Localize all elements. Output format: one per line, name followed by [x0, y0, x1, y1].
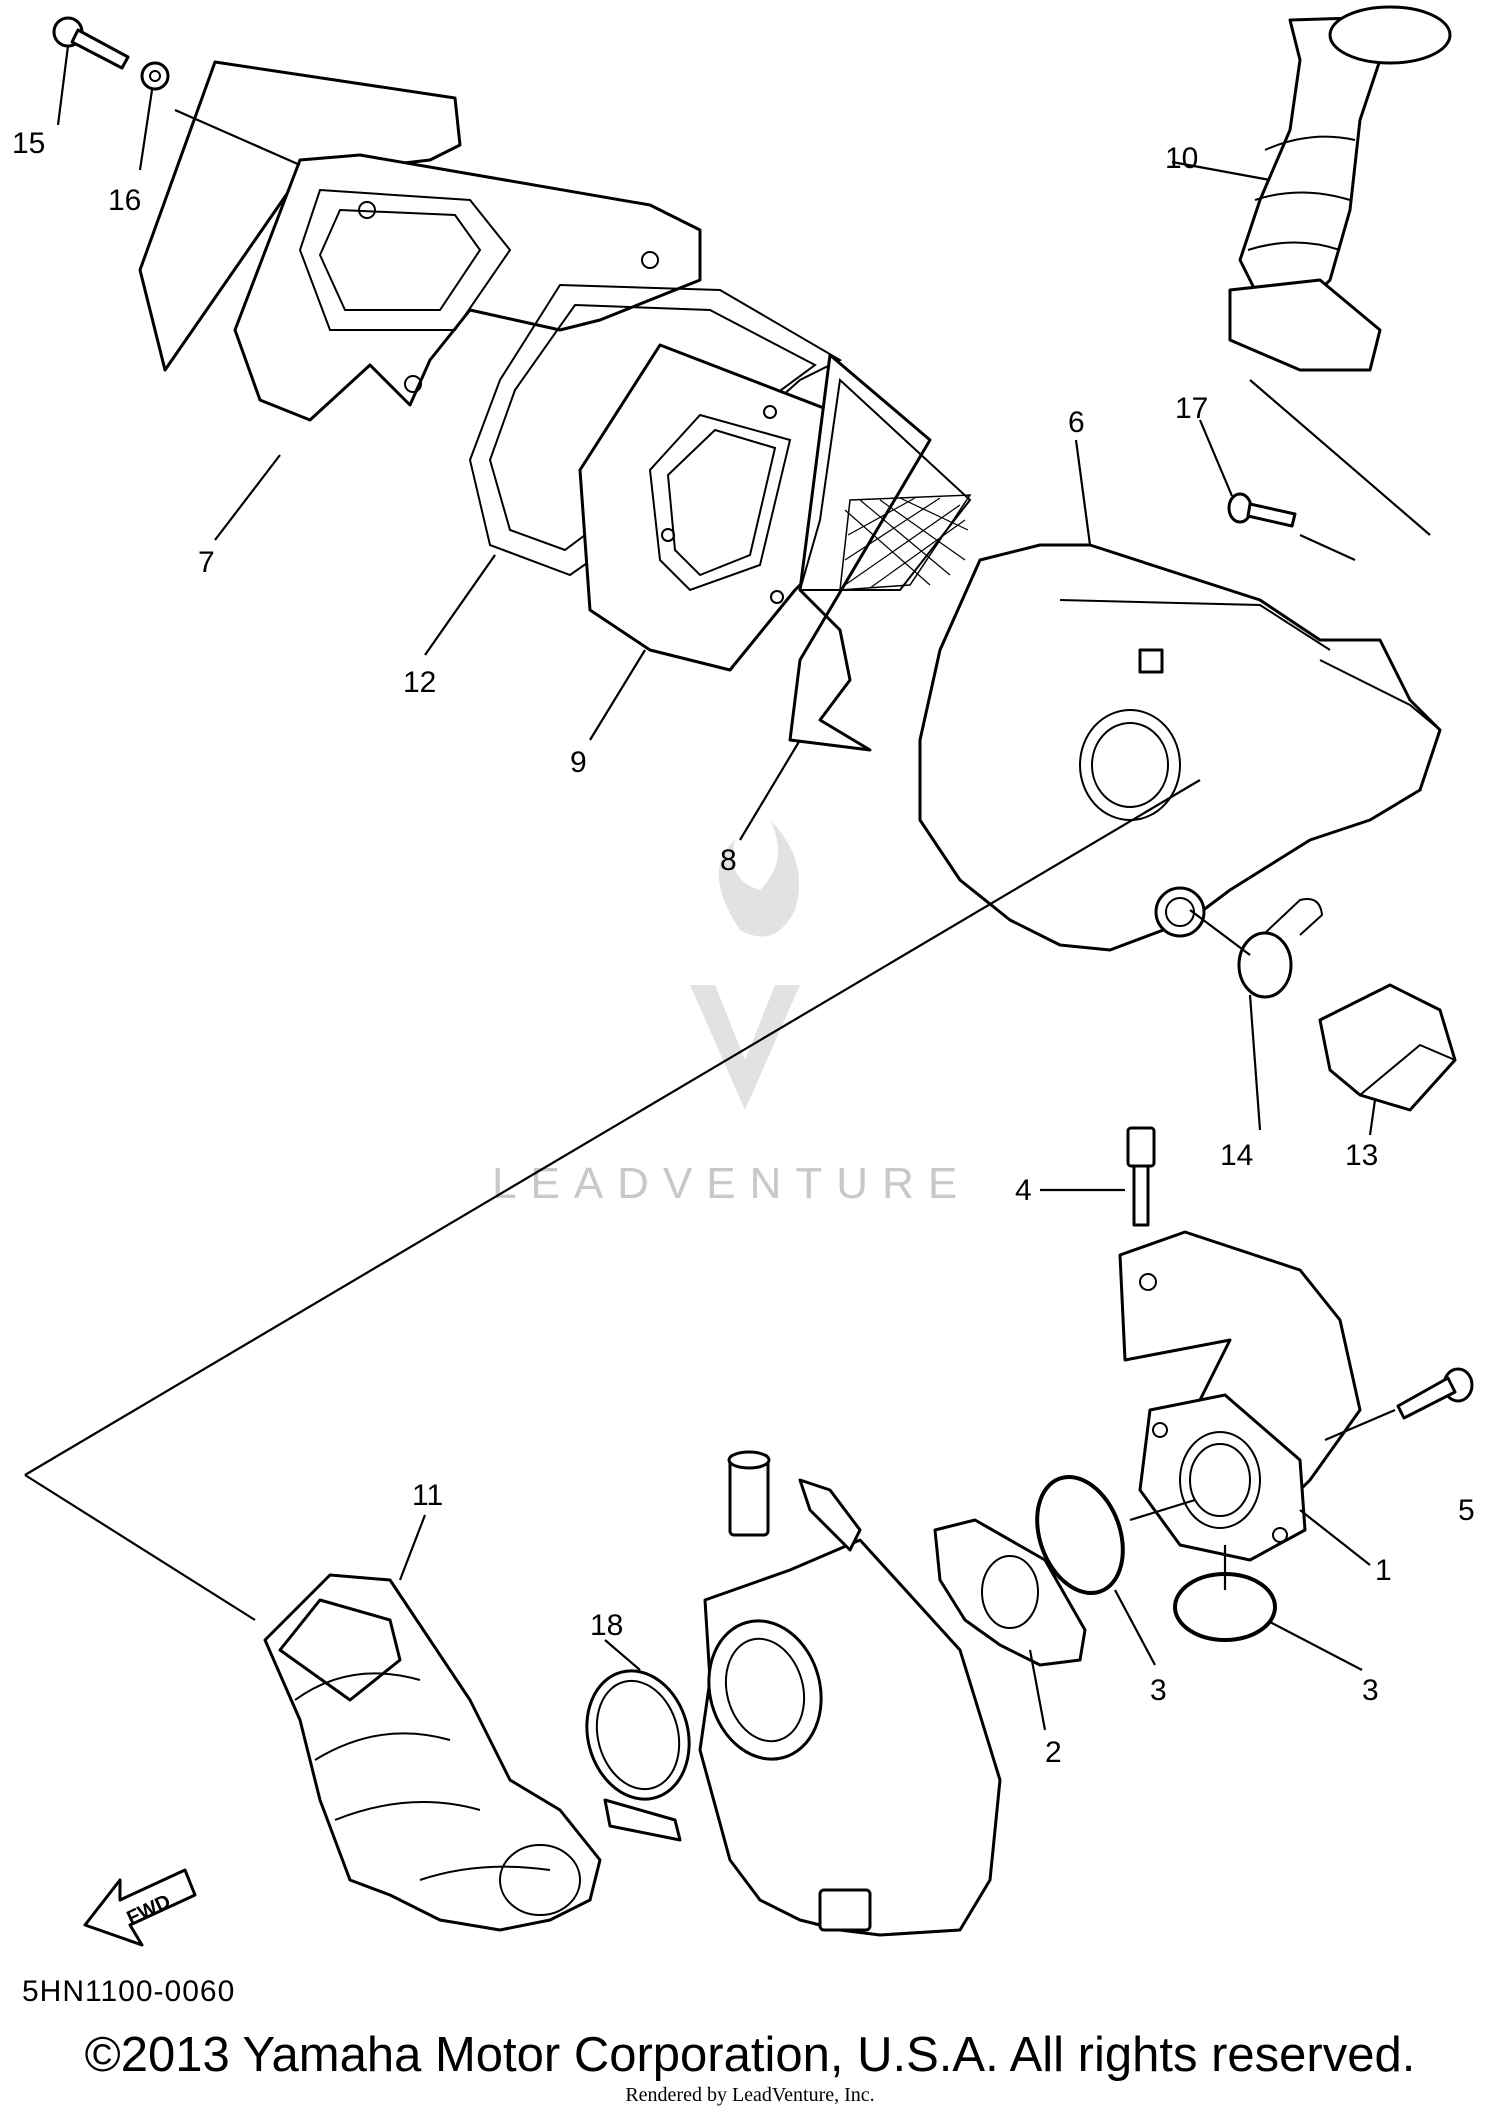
callout-9: 9 — [570, 746, 587, 779]
callout-17: 17 — [1175, 392, 1208, 425]
leader-lines — [24, 45, 1431, 1731]
bolt-4 — [1126, 1126, 1156, 1227]
callout-12: 12 — [403, 666, 436, 699]
callout-3b: 3 — [1362, 1674, 1379, 1707]
callout-8: 8 — [720, 844, 737, 877]
fwd-arrow: FWD — [83, 1868, 197, 1947]
bolt-15 — [52, 16, 130, 70]
clamp-14 — [1237, 898, 1324, 999]
callouts: 1 2 3 3 4 5 6 7 8 9 10 11 12 13 14 15 16… — [12, 127, 1475, 1769]
copyright-notice: ©2013 Yamaha Motor Corporation, U.S.A. A… — [84, 2028, 1416, 2082]
callout-6: 6 — [1068, 406, 1085, 439]
screw-17 — [1227, 492, 1297, 528]
carburetor — [698, 1450, 1002, 1937]
callout-14: 14 — [1220, 1139, 1253, 1172]
carburetor-joint-11 — [263, 1573, 602, 1932]
air-box-cover — [138, 60, 702, 422]
diagram-code: 5HN1100-0060 — [22, 1975, 236, 2008]
callout-5: 5 — [1458, 1494, 1475, 1527]
callout-2: 2 — [1045, 1736, 1062, 1769]
callout-10: 10 — [1165, 142, 1198, 175]
washer-16 — [140, 61, 170, 91]
clamp-18 — [585, 1669, 691, 1842]
intake-duct — [1228, 5, 1452, 372]
svg-text:LEADVENTURE: LEADVENTURE — [492, 1159, 971, 1208]
callout-11: 11 — [412, 1479, 443, 1512]
joint-13 — [1318, 983, 1457, 1112]
gasket-2 — [933, 1518, 1087, 1667]
watermark: LEADVENTURE — [492, 820, 971, 1208]
callout-7: 7 — [198, 546, 215, 579]
callout-15: 15 — [12, 127, 45, 160]
intake-manifold — [1118, 1230, 1362, 1562]
callout-4: 4 — [1015, 1174, 1032, 1207]
filter-element — [788, 353, 972, 752]
callout-1: 1 — [1375, 1554, 1392, 1587]
callout-18: 18 — [590, 1609, 623, 1642]
callout-13: 13 — [1345, 1139, 1378, 1172]
o-ring-3a — [1035, 1474, 1125, 1596]
callout-16: 16 — [108, 184, 141, 217]
callout-3a: 3 — [1150, 1674, 1167, 1707]
bolt-5 — [1396, 1367, 1474, 1420]
air-box-case — [918, 543, 1442, 952]
rendered-by-credit: Rendered by LeadVenture, Inc. — [625, 2084, 875, 2106]
